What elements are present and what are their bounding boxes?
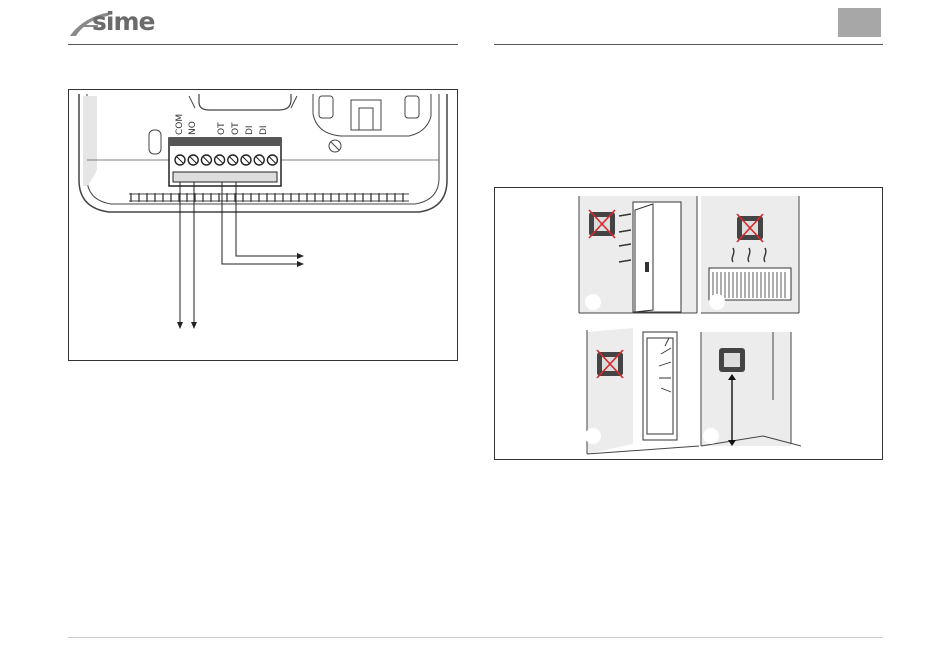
header-rule-right: [494, 44, 883, 45]
terminal-label-di1: DI: [245, 125, 255, 135]
terminal-label-no: NO: [188, 121, 198, 135]
terminal-label-ot2: OT: [231, 122, 241, 135]
page-badge: [838, 8, 881, 37]
thermostat-crossed-icon: [737, 214, 763, 242]
placement-figure: [494, 187, 883, 460]
terminal-wiring-diagram: COM NO OT OT DI DI: [69, 90, 457, 360]
terminal-label-di2: DI: [259, 125, 269, 135]
terminal-wiring-figure: COM NO OT OT DI DI: [68, 89, 458, 361]
panel-door: [579, 196, 697, 313]
panel-radiator: [697, 196, 799, 313]
placement-diagram: [495, 188, 882, 459]
thermostat-crossed-icon: [589, 210, 615, 238]
footer-rule: [68, 637, 883, 638]
thermostat-crossed-icon: [597, 350, 623, 378]
thermostat-icon: [719, 348, 745, 372]
header-rule-left: [68, 44, 458, 45]
brand-name: sime: [92, 7, 154, 36]
terminal-label-com: COM: [175, 114, 185, 135]
panel-height: [701, 332, 801, 446]
panel-window-sun: [585, 328, 699, 454]
terminal-label-ot1: OT: [217, 122, 227, 135]
